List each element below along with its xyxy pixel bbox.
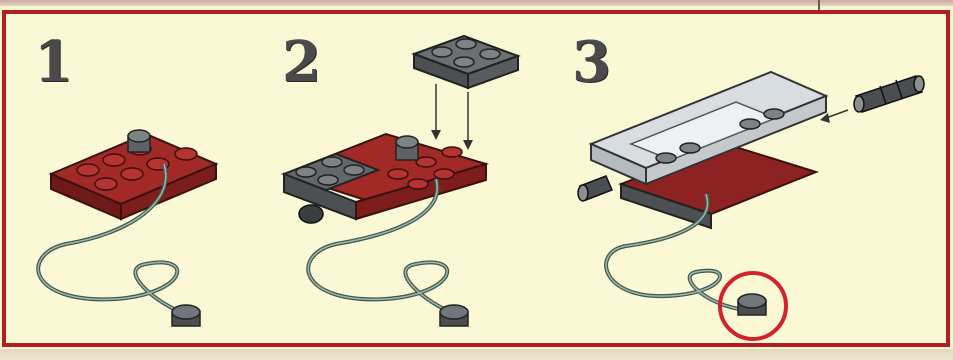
assembly-illustrations (6, 14, 946, 343)
axle-pin-right (854, 76, 924, 112)
top-edge (0, 0, 953, 6)
top-edge-tick (818, 0, 820, 10)
instruction-panel: 1 2 3 (2, 10, 950, 347)
step-1-illustration (38, 130, 216, 326)
step-3-illustration (578, 72, 924, 339)
step-2-illustration (284, 36, 518, 326)
axle-pin-left (578, 176, 612, 201)
bottom-edge (0, 349, 953, 360)
